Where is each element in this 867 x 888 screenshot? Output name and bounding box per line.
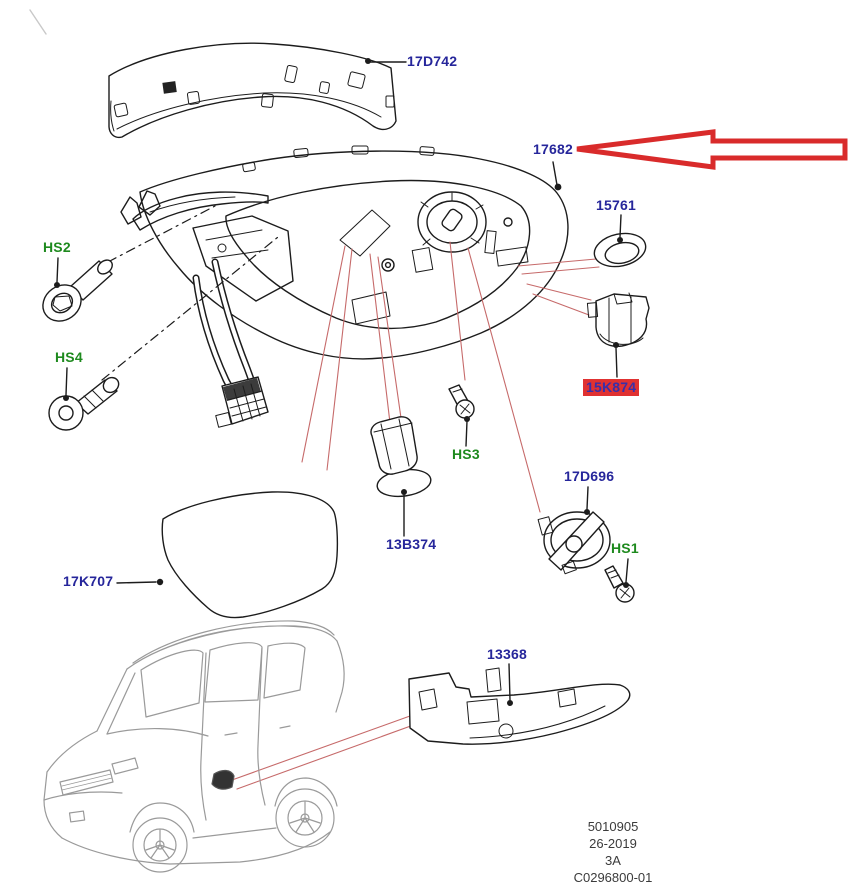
part-label-hs4: HS4 xyxy=(55,349,83,365)
part-label-seal: 15761 xyxy=(596,197,636,213)
red-leader-lines xyxy=(231,241,600,790)
part-label-hs3: HS3 xyxy=(452,446,480,462)
vehicle-sketch xyxy=(43,620,345,873)
part-label-cap: 17D742 xyxy=(407,53,458,69)
mirror-cap-drawing xyxy=(108,42,407,139)
seal-drawing xyxy=(593,214,647,268)
reference-date: 26-2019 xyxy=(589,836,637,851)
part-label-hs2: HS2 xyxy=(43,239,71,255)
highlight-arrow-icon xyxy=(576,129,848,170)
part-label-grommet: 13B374 xyxy=(386,536,437,552)
corner-mark xyxy=(29,9,47,35)
mirror-arm-harness-drawing xyxy=(120,190,294,428)
part-label-lamp: 13368 xyxy=(487,646,527,662)
turn-lamp-drawing xyxy=(408,663,631,745)
part-label-hs1: HS1 xyxy=(611,540,639,556)
drawing-reference-block: 5010905 26-2019 3A C0296800-01 xyxy=(538,818,688,886)
clip-drawing xyxy=(586,292,650,378)
reference-number: 5010905 xyxy=(587,819,639,834)
part-label-housing: 17682 xyxy=(533,141,573,157)
part-label-glass: 17K707 xyxy=(63,573,114,589)
grommet-drawing xyxy=(370,416,432,537)
assembly-axis-lines xyxy=(101,205,279,381)
part-label-clip-highlighted: 15K874 xyxy=(583,379,640,396)
bolt-hs2-drawing xyxy=(42,257,113,322)
screw-hs1-drawing xyxy=(604,558,635,603)
screw-hs3-drawing xyxy=(448,384,475,447)
motor-drawing xyxy=(537,486,611,575)
reference-revision: 3A xyxy=(605,853,621,868)
part-label-motor: 17D696 xyxy=(564,468,615,484)
reference-drawing-code: C0296800-01 xyxy=(573,870,653,885)
bolt-hs4-drawing xyxy=(48,367,120,431)
mirror-glass-drawing xyxy=(116,491,339,619)
